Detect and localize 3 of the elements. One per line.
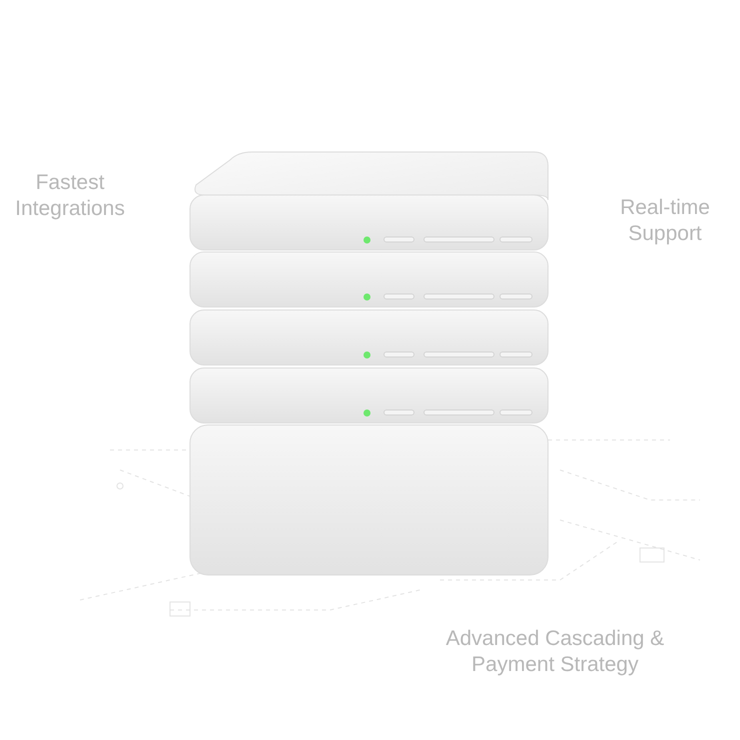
feature-caption: Fastest Integrations <box>14 170 126 222</box>
feature-caption: Advanced Cascading & Payment Strategy <box>444 626 666 678</box>
feature-caption: Real-time Support <box>619 195 711 247</box>
